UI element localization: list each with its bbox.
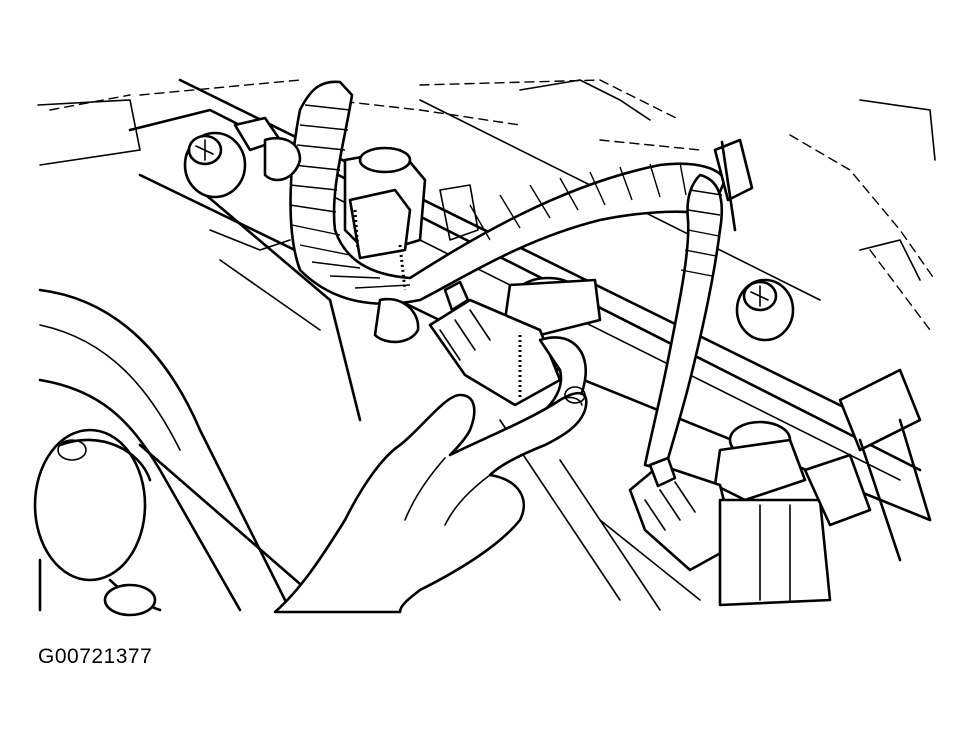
bolt-right xyxy=(735,278,795,342)
wiring-harness xyxy=(289,80,754,472)
injector-connector-lower xyxy=(628,368,932,607)
hand-pointer xyxy=(273,386,588,614)
figure-code: G00721377 xyxy=(38,645,153,668)
injector-connector-upper xyxy=(343,146,427,344)
engine-background xyxy=(37,79,936,331)
bolt-left xyxy=(183,131,247,199)
misc-parts xyxy=(209,116,921,281)
round-canister xyxy=(33,428,162,617)
